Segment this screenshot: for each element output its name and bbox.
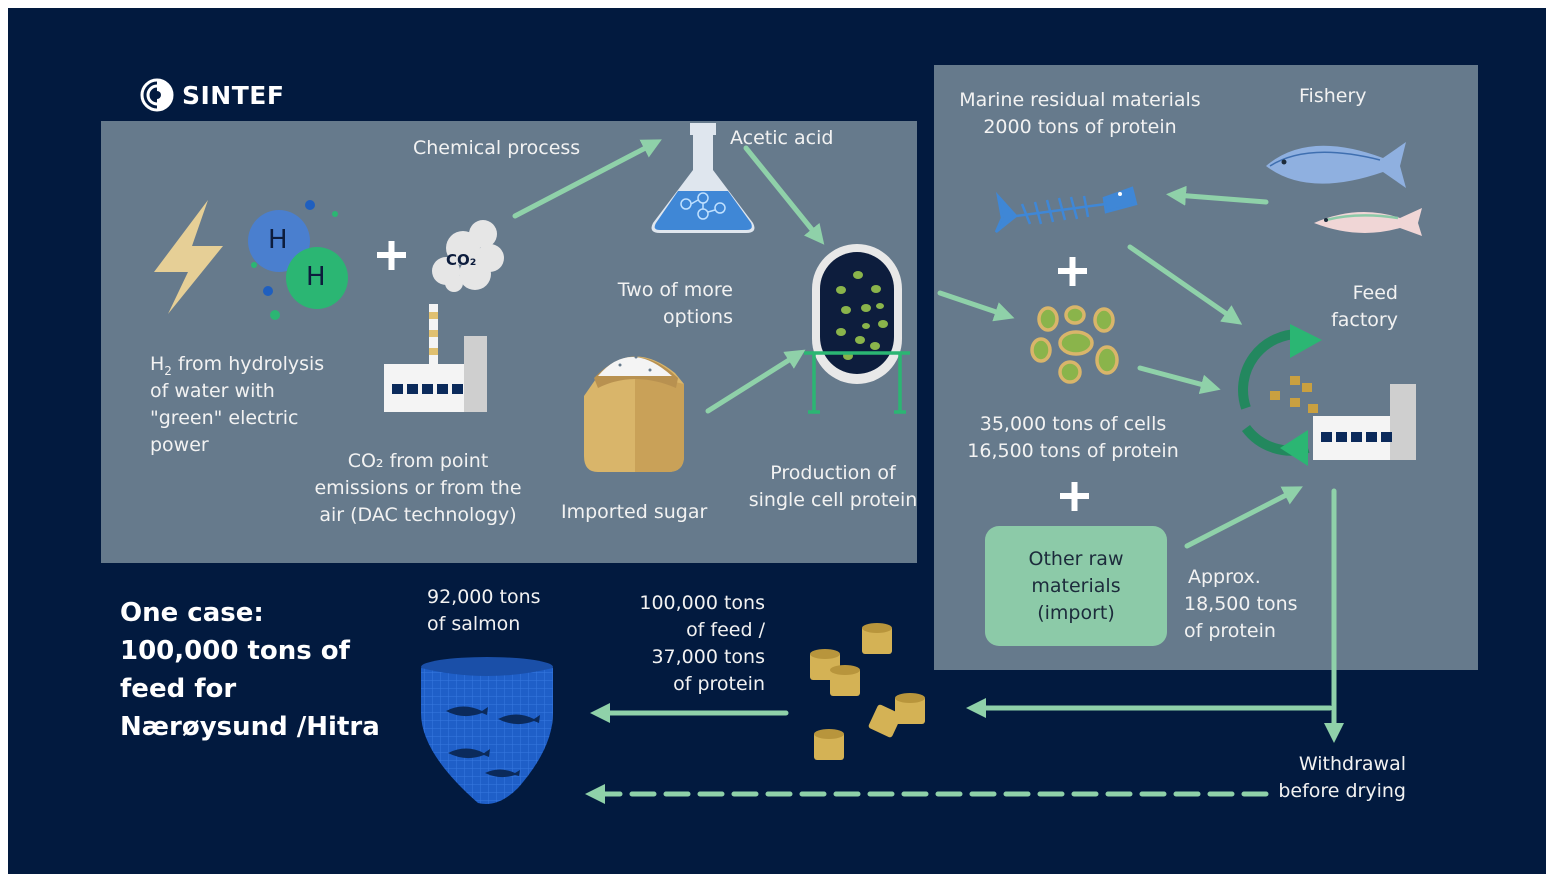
fish-skeleton-icon [994, 186, 1138, 233]
raw-materials-line2: materials [1031, 574, 1121, 597]
small-fish-icon [1314, 208, 1422, 236]
fish-cage-icon [421, 657, 553, 804]
feed-pellets-icon [810, 623, 925, 760]
diagram-graphics [154, 123, 1422, 804]
feed-pellets-small-icon [1270, 376, 1318, 413]
feed-amount-line1: 100,000 tons [639, 592, 765, 614]
bioreactor-icon [804, 244, 910, 414]
brand-name: SINTEF [182, 80, 285, 110]
salmon-label-line2: of salmon [427, 613, 521, 635]
lightning-icon [154, 200, 223, 314]
co2-label-line3: air (DAC technology) [319, 504, 517, 526]
flow-arrows [512, 139, 1344, 804]
raw-materials-line1: Other raw [1028, 547, 1124, 570]
co2-cloud-label: CO₂ [446, 251, 477, 269]
approx-label-line1: Approx. [1188, 566, 1261, 588]
approx-label-line3: of protein [1184, 620, 1276, 642]
options-label-line2: options [663, 306, 733, 328]
fish-icon [1266, 142, 1406, 188]
h2-label-line1: H2 from hydrolysis [150, 353, 325, 378]
hydrogen-molecule-icon [248, 200, 348, 320]
sintef-logo-icon [140, 78, 174, 112]
acetic-acid-label: Acetic acid [730, 127, 834, 149]
options-label-line1: Two of more [617, 279, 733, 301]
salmon-label-line1: 92,000 tons [427, 586, 541, 608]
cells-label-line1: 35,000 tons of cells [979, 413, 1167, 435]
case-title-line3: feed for [120, 674, 237, 704]
case-title-line2: 100,000 tons of [120, 636, 350, 666]
feed-factory-label-line2: factory [1331, 309, 1398, 331]
co2-label-line2: emissions or from the [314, 477, 522, 499]
co2-factory-icon [384, 304, 487, 412]
approx-label-line2: 18,500 tons [1184, 593, 1298, 615]
h2-label-line4: power [150, 434, 209, 456]
acetic-acid-flask-icon [651, 123, 755, 233]
sugar-sack-icon [584, 355, 684, 472]
marine-label-line2: 2000 tons of protein [983, 116, 1177, 138]
withdrawal-label-line2: before drying [1278, 780, 1406, 802]
chemical-process-label: Chemical process [413, 137, 581, 159]
other-raw-materials-box: Other raw materials (import) [985, 526, 1167, 646]
h2-label-line2: of water with [150, 380, 275, 402]
fishery-label: Fishery [1299, 85, 1367, 107]
h-letter-2: H [306, 262, 326, 292]
raw-materials-line3: (import) [1037, 601, 1115, 624]
diagram-canvas: SINTEF [8, 8, 1546, 874]
case-title-line4: Nærøysund /Hitra [120, 712, 380, 742]
withdrawal-label-line1: Withdrawal [1298, 753, 1406, 775]
plus-icons [377, 241, 1089, 511]
sugar-label: Imported sugar [561, 501, 708, 523]
co2-label-line1: CO₂ from point [347, 450, 489, 472]
marine-label-line1: Marine residual materials [959, 89, 1201, 111]
sintef-logo: SINTEF [140, 78, 284, 112]
feed-amount-line2: of feed / [686, 619, 765, 641]
co2-cloud-icon [432, 220, 504, 292]
cells-label-line2: 16,500 tons of protein [967, 440, 1179, 462]
case-title-line1: One case: [120, 598, 264, 628]
feed-factory-label-line1: Feed [1352, 282, 1398, 304]
h2-label-line3: "green" electric [150, 407, 299, 429]
production-label-line1: Production of [770, 462, 896, 484]
feed-factory-icon [1313, 384, 1416, 460]
feed-amount-line3: 37,000 tons [651, 646, 765, 668]
production-label-line2: single cell protein [748, 489, 918, 511]
feed-amount-line4: of protein [673, 673, 765, 695]
h-letter-1: H [268, 225, 288, 255]
cells-icon [1030, 305, 1119, 384]
